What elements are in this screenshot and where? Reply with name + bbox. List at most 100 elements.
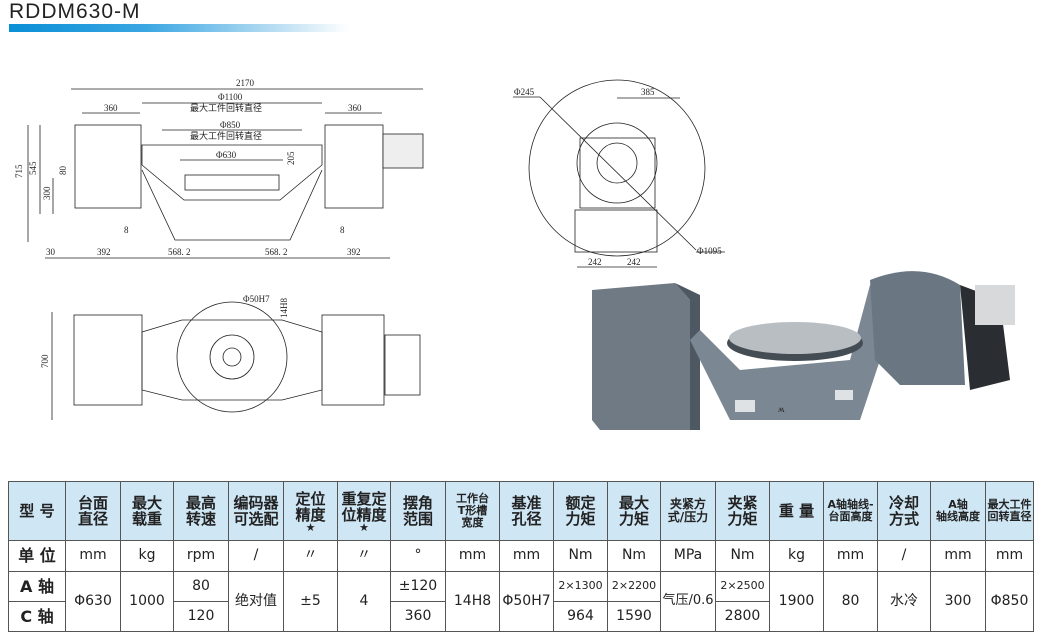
clamp-torque-c-value: 2800 (715, 601, 770, 632)
axis-to-table-value: 80 (823, 571, 878, 632)
hdr-t-slot: 工作台 T形槽 宽度 (445, 481, 500, 541)
dim-14h8: 14H8 (279, 298, 289, 318)
dim-8-left: 8 (124, 225, 129, 235)
product-render: ʍ (592, 271, 1015, 430)
speed-c-value: 120 (173, 601, 229, 632)
dim-300: 300 (42, 186, 52, 200)
hdr-max-torque: 最大 力矩 (607, 481, 661, 541)
hdr-max-swing: 最大工件 回转直径 (985, 481, 1034, 541)
dim-80: 80 (58, 166, 68, 176)
dim-360-left: 360 (104, 103, 118, 113)
unit-cell: kg (120, 540, 174, 572)
dim-30: 30 (46, 247, 56, 257)
hdr-max-load: 最大 载重 (120, 481, 174, 541)
swing-a-value: ±120 (390, 571, 446, 602)
positioning-value: ±5 (283, 571, 338, 632)
dim-392-right: 392 (347, 247, 361, 257)
hdr-axis-height: A轴 轴线高度 (930, 481, 986, 541)
hdr-repeatability: 重复定 位精度★ (337, 481, 391, 541)
dim-392-left: 392 (97, 247, 111, 257)
dim-d1100: Φ1100 (218, 92, 243, 102)
table-diameter-value: Φ630 (65, 571, 121, 632)
unit-cell: Nm (715, 540, 770, 572)
dim-242-right: 242 (627, 257, 641, 267)
dim-205: 205 (286, 151, 296, 165)
unit-cell: mm (985, 540, 1034, 572)
weight-value: 1900 (769, 571, 824, 632)
unit-cell: rpm (173, 540, 229, 572)
spec-table: 型 号 台面 直径 最大 载重 最高 转速 编码器 可选配 定位 精度★ 重复定… (8, 481, 1034, 632)
dim-label: 最大工件回转直径 (190, 130, 262, 141)
brand-logo: ʍ (778, 404, 785, 414)
technical-drawings: 2170 Φ1100 最大工件回转直径 Φ850 最大工件回转直径 Φ630 3… (14, 78, 1015, 430)
unit-cell: ° (390, 540, 446, 572)
unit-cell: Nm (607, 540, 661, 572)
ref-hole-value: Φ50H7 (499, 571, 554, 632)
unit-cell: 〃 (337, 540, 391, 572)
max-torque-a-value: 2×2200 (607, 571, 661, 602)
dim-385: 385 (641, 87, 655, 97)
hdr-table-diameter: 台面 直径 (65, 481, 121, 541)
hdr-weight: 重 量 (769, 481, 824, 541)
unit-label: 单 位 (8, 540, 66, 572)
rated-torque-c-value: 964 (553, 601, 608, 632)
c-axis-label: C 轴 (8, 601, 66, 632)
dim-d850: Φ850 (220, 120, 241, 130)
unit-cell: kg (769, 540, 824, 572)
dim-568-left: 568. 2 (168, 247, 191, 257)
clamp-method-value: 气压/0.6 (660, 571, 716, 632)
swing-c-value: 360 (390, 601, 446, 632)
rated-torque-a-value: 2×1300 (553, 571, 608, 602)
page-title: RDDM630-M (9, 0, 141, 23)
c-axis-row: C 轴 120 360 964 1590 2800 (8, 601, 1034, 632)
hdr-clamp-torque: 夹紧 力矩 (715, 481, 770, 541)
dim-overall: 2170 (236, 78, 255, 88)
hdr-rated-torque: 额定 力矩 (553, 481, 608, 541)
unit-row: 单 位 mm kg rpm / 〃 〃 ° mm mm Nm Nm MPa Nm… (8, 540, 1034, 572)
dim-d50h7: Φ50H7 (243, 294, 270, 304)
dim-568-right: 568. 2 (265, 247, 288, 257)
hdr-positioning: 定位 精度★ (283, 481, 338, 541)
unit-cell: / (228, 540, 284, 572)
dim-700: 700 (40, 354, 50, 368)
dim-8-right: 8 (340, 225, 345, 235)
hdr-axis-to-table: A轴轴线- 台面高度 (823, 481, 878, 541)
front-view-drawing: 2170 Φ1100 最大工件回转直径 Φ850 最大工件回转直径 Φ630 3… (14, 78, 424, 259)
unit-cell: MPa (660, 540, 716, 572)
side-view-drawing: Φ245 385 Φ1095 242 242 (513, 79, 725, 268)
hdr-encoder: 编码器 可选配 (228, 481, 284, 541)
unit-cell: mm (930, 540, 986, 572)
unit-cell: 〃 (283, 540, 338, 572)
dim-360-right: 360 (348, 103, 362, 113)
hdr-model: 型 号 (8, 481, 66, 541)
dim-d630: Φ630 (216, 150, 237, 160)
header-row: 型 号 台面 直径 最大 载重 最高 转速 编码器 可选配 定位 精度★ 重复定… (8, 481, 1034, 541)
dim-715: 715 (14, 164, 24, 178)
max-torque-c-value: 1590 (607, 601, 661, 632)
axis-height-value: 300 (930, 571, 986, 632)
dim-d245: Φ245 (514, 87, 535, 97)
max-load-value: 1000 (120, 571, 174, 632)
encoder-value: 绝对值 (228, 571, 284, 632)
title-underline (9, 24, 349, 32)
unit-cell: mm (823, 540, 878, 572)
t-slot-value: 14H8 (445, 571, 500, 632)
dim-label: 最大工件回转直径 (190, 102, 262, 113)
unit-cell: mm (65, 540, 121, 572)
clamp-torque-a-value: 2×2500 (715, 571, 770, 602)
unit-cell: mm (499, 540, 554, 572)
dim-545: 545 (28, 161, 38, 175)
dim-d1095: Φ1095 (697, 246, 722, 256)
hdr-ref-hole: 基准 孔径 (499, 481, 554, 541)
dim-242-left: 242 (588, 257, 602, 267)
max-swing-value: Φ850 (985, 571, 1034, 632)
a-axis-label: A 轴 (8, 571, 66, 602)
speed-a-value: 80 (173, 571, 229, 602)
hdr-swing: 摆角 范围 (390, 481, 446, 541)
repeatability-value: 4 (337, 571, 391, 632)
top-view-drawing: 700 Φ50H7 14H8 (40, 294, 421, 420)
hdr-cooling: 冷却 方式 (877, 481, 931, 541)
unit-cell: / (877, 540, 931, 572)
hdr-max-speed: 最高 转速 (173, 481, 229, 541)
hdr-clamp-method: 夹紧方 式/压力 (660, 481, 716, 541)
